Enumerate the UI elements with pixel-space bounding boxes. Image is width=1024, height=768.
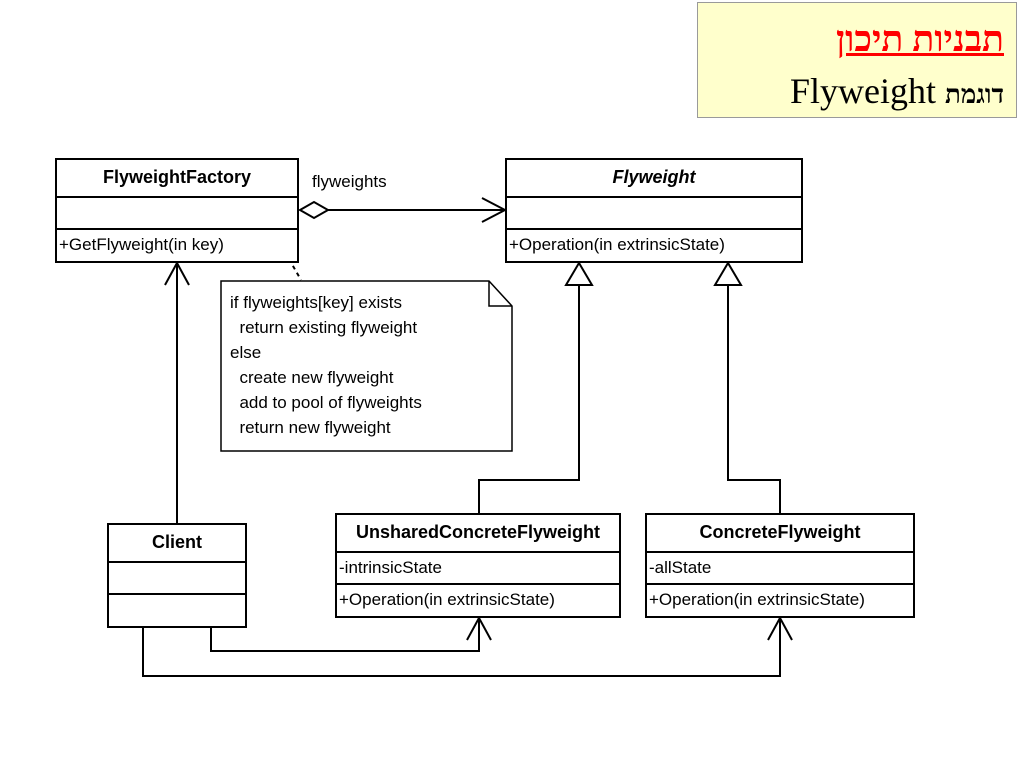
subtitle-hebrew: דוגמת <box>944 80 1004 109</box>
class-operations: +Operation(in extrinsicState) <box>337 583 619 616</box>
association-label: flyweights <box>312 172 387 191</box>
class-attributes: -intrinsicState <box>337 551 619 583</box>
class-attributes <box>507 196 801 228</box>
note-box <box>220 280 513 452</box>
client-to-concrete-line <box>142 618 781 677</box>
concrete-generalization-line <box>727 285 781 515</box>
slide-subtitle: דוגמת Flyweight <box>790 71 1004 115</box>
class-concrete-flyweight: ConcreteFlyweight -allState +Operation(i… <box>645 513 915 618</box>
class-unshared-concrete-flyweight: UnsharedConcreteFlyweight -intrinsicStat… <box>335 513 621 618</box>
class-flyweight: Flyweight +Operation(in extrinsicState) <box>505 158 803 263</box>
class-flyweight-factory: FlyweightFactory +GetFlyweight(in key) <box>55 158 299 263</box>
client-to-factory-arrowhead <box>164 260 190 286</box>
class-attributes <box>109 561 245 593</box>
note-fold <box>488 281 512 307</box>
note-anchor-line <box>280 244 302 281</box>
client-to-unshared-line <box>210 618 480 652</box>
note-text: if flyweights[key] exists return existin… <box>230 293 422 437</box>
title-box: תבניות תיכון דוגמת Flyweight <box>697 2 1017 118</box>
unshared-generalization-line <box>478 285 580 515</box>
client-to-unshared-arrowhead <box>466 615 492 641</box>
class-attributes <box>57 196 297 228</box>
class-name: FlyweightFactory <box>102 167 252 187</box>
slide-title: תבניות תיכון <box>836 19 1004 59</box>
class-client: Client <box>107 523 247 628</box>
client-to-concrete-arrowhead <box>767 615 793 641</box>
concrete-generalization-triangle <box>713 261 743 286</box>
unshared-generalization-triangle <box>564 261 594 286</box>
class-attributes: -allState <box>647 551 913 583</box>
class-operations <box>109 593 245 626</box>
class-operations: +Operation(in extrinsicState) <box>507 228 801 261</box>
class-operations: +GetFlyweight(in key) <box>57 228 297 261</box>
subtitle-latin: Flyweight <box>789 71 936 111</box>
class-operations: +Operation(in extrinsicState) <box>647 583 913 616</box>
class-name: Client <box>151 532 202 552</box>
class-name: UnsharedConcreteFlyweight <box>355 522 601 542</box>
aggregation-diamond <box>297 200 331 220</box>
class-name: Flyweight <box>612 167 696 187</box>
class-name: ConcreteFlyweight <box>699 522 861 542</box>
